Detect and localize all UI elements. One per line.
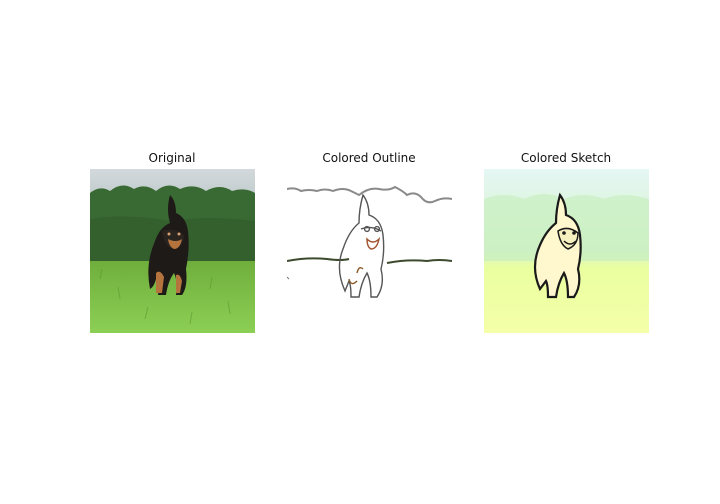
panel-title-colored-sketch: Colored Sketch: [520, 151, 612, 165]
dog-figure: [148, 195, 189, 295]
colored-outline-image: [287, 169, 452, 333]
original-image: [90, 169, 255, 333]
panel-title-original: Original: [148, 151, 196, 165]
dog-outline: [338, 193, 385, 298]
dog-sketch: [533, 192, 582, 299]
colored-sketch-image: [484, 169, 649, 333]
panel-title-colored-outline: Colored Outline: [322, 151, 416, 165]
